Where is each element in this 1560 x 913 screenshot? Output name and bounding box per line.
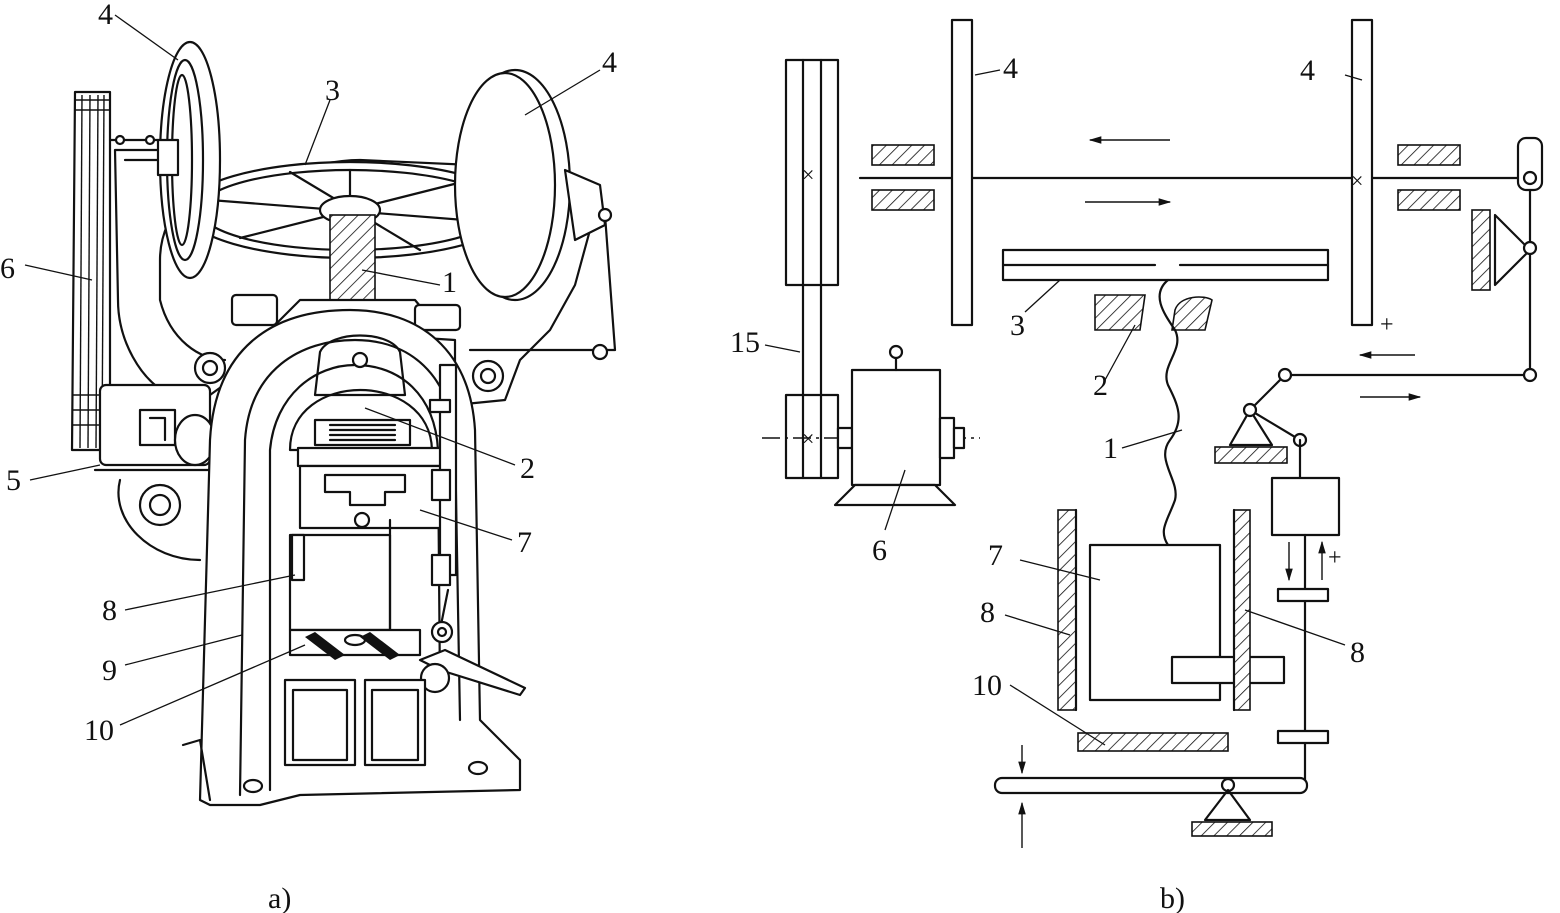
label-a-4-right: 4 bbox=[602, 46, 617, 79]
bearings bbox=[871, 144, 1461, 211]
leaders-a bbox=[24, 14, 601, 726]
label-b-7: 7 bbox=[988, 539, 1003, 572]
caption-a: a) bbox=[268, 882, 291, 913]
label-b-2: 2 bbox=[1093, 369, 1108, 402]
right-guide bbox=[428, 363, 458, 644]
friction-disk-b-right bbox=[1350, 18, 1374, 327]
label-a-3: 3 bbox=[325, 74, 340, 107]
flywheel-b bbox=[1001, 248, 1330, 282]
base bbox=[181, 678, 489, 802]
label-b-10: 10 bbox=[972, 669, 1002, 702]
svg-text:×: × bbox=[802, 162, 814, 187]
screw-spindle bbox=[329, 214, 376, 301]
friction-disk-right bbox=[453, 68, 607, 302]
slider-head bbox=[296, 418, 450, 530]
control-linkage: + bbox=[1214, 136, 1544, 792]
label-a-4-top: 4 bbox=[98, 0, 113, 31]
plus-disk: + bbox=[1380, 312, 1394, 338]
motor bbox=[93, 383, 217, 472]
label-b-4-right: 4 bbox=[1300, 54, 1315, 87]
bolster-die bbox=[288, 628, 422, 660]
label-a-10: 10 bbox=[84, 714, 114, 747]
label-a-2: 2 bbox=[520, 452, 535, 485]
bed-b bbox=[1077, 732, 1229, 752]
leaders-b bbox=[764, 69, 1363, 746]
figure-b-schematic: × × bbox=[730, 18, 1544, 913]
label-a-6: 6 bbox=[0, 252, 15, 285]
caption-b: b) bbox=[1160, 882, 1185, 913]
belt-drive: × × bbox=[784, 58, 840, 480]
motor-b bbox=[762, 344, 980, 507]
screw-b bbox=[1158, 278, 1180, 547]
figure-a-drawing: 4 4 3 6 1 5 2 7 8 9 10 a) bbox=[0, 0, 617, 913]
foot-lever bbox=[993, 745, 1309, 848]
label-a-5: 5 bbox=[6, 464, 21, 497]
label-b-8-right: 8 bbox=[1350, 636, 1365, 669]
ram bbox=[288, 533, 392, 632]
label-b-1: 1 bbox=[1103, 432, 1118, 465]
label-b-6: 6 bbox=[872, 534, 887, 567]
plus-valve: + bbox=[1328, 545, 1342, 571]
label-a-7: 7 bbox=[517, 526, 532, 559]
label-b-3: 3 bbox=[1010, 309, 1025, 342]
label-b-15: 15 bbox=[730, 326, 760, 359]
guides-b bbox=[1057, 508, 1251, 712]
label-b-8-left: 8 bbox=[980, 596, 995, 629]
svg-text:×: × bbox=[1351, 168, 1363, 193]
friction-disk-b-left bbox=[950, 18, 974, 327]
label-b-4-left: 4 bbox=[1003, 52, 1018, 85]
label-a-8: 8 bbox=[102, 594, 117, 627]
label-a-1: 1 bbox=[442, 266, 457, 299]
label-a-9: 9 bbox=[102, 654, 117, 687]
friction-disk-left bbox=[108, 40, 222, 280]
